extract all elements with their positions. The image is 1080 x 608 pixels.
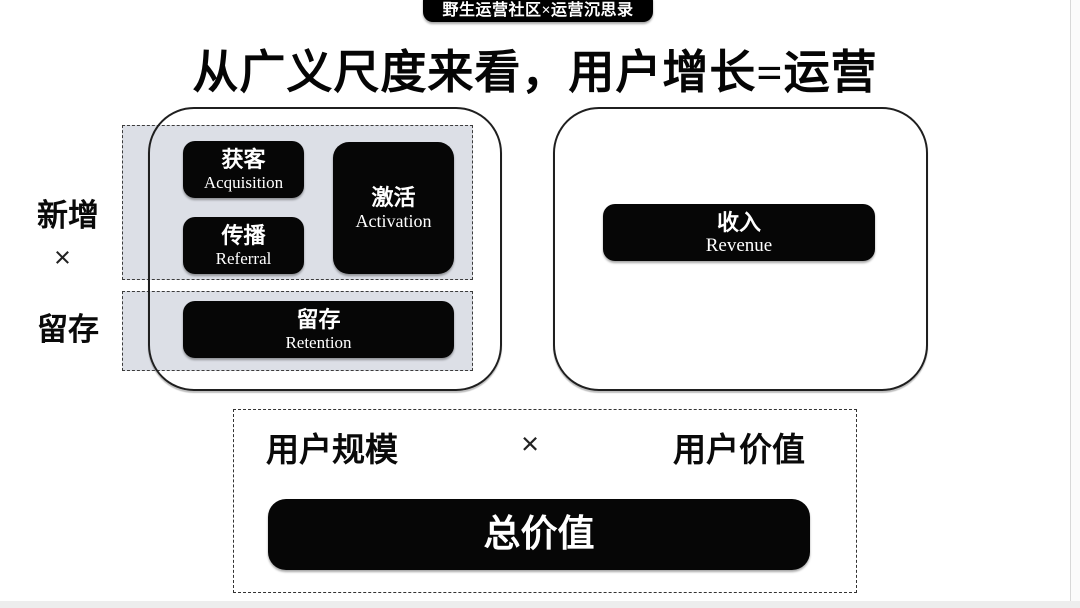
acquisition-label-zh: 获客 (221, 146, 266, 172)
revenue-box: 收入 Revenue (603, 204, 875, 261)
slide-title: 从广义尺度来看，用户增长=运营 (192, 47, 878, 98)
referral-box: 传播 Referral (183, 217, 304, 274)
user-scale-container (148, 107, 502, 391)
page-bottom-edge (0, 601, 1080, 608)
total-value-box: 总价值 (268, 499, 810, 570)
user-value-label: 用户价值 (673, 433, 805, 469)
acquisition-box: 获客 Acquisition (183, 141, 304, 198)
revenue-label-en: Revenue (705, 234, 773, 256)
referral-label-zh: 传播 (221, 222, 266, 248)
activation-label-en: Activation (355, 211, 432, 231)
revenue-label-zh: 收入 (716, 209, 761, 235)
retention-label-zh: 留存 (296, 306, 341, 332)
retention-box: 留存 Retention (183, 301, 454, 358)
retention-label-en: Retention (285, 332, 352, 352)
referral-label-en: Referral (215, 248, 272, 268)
community-badge-label: 野生运营社区×运营沉思录 (442, 2, 634, 19)
page-right-edge (1070, 0, 1080, 601)
activation-label-zh: 激活 (371, 185, 416, 210)
multiply-sign-left: × (54, 242, 71, 274)
user-scale-label: 用户规模 (266, 433, 398, 469)
multiply-sign-bottom: × (521, 426, 540, 461)
axis-label-new: 新增 (37, 198, 99, 233)
axis-label-retain: 留存 (37, 312, 99, 347)
activation-box: 激活 Activation (333, 142, 454, 274)
acquisition-label-en: Acquisition (203, 172, 284, 192)
total-value-label: 总价值 (483, 513, 595, 555)
community-badge: 野生运营社区×运营沉思录 (423, 0, 653, 22)
